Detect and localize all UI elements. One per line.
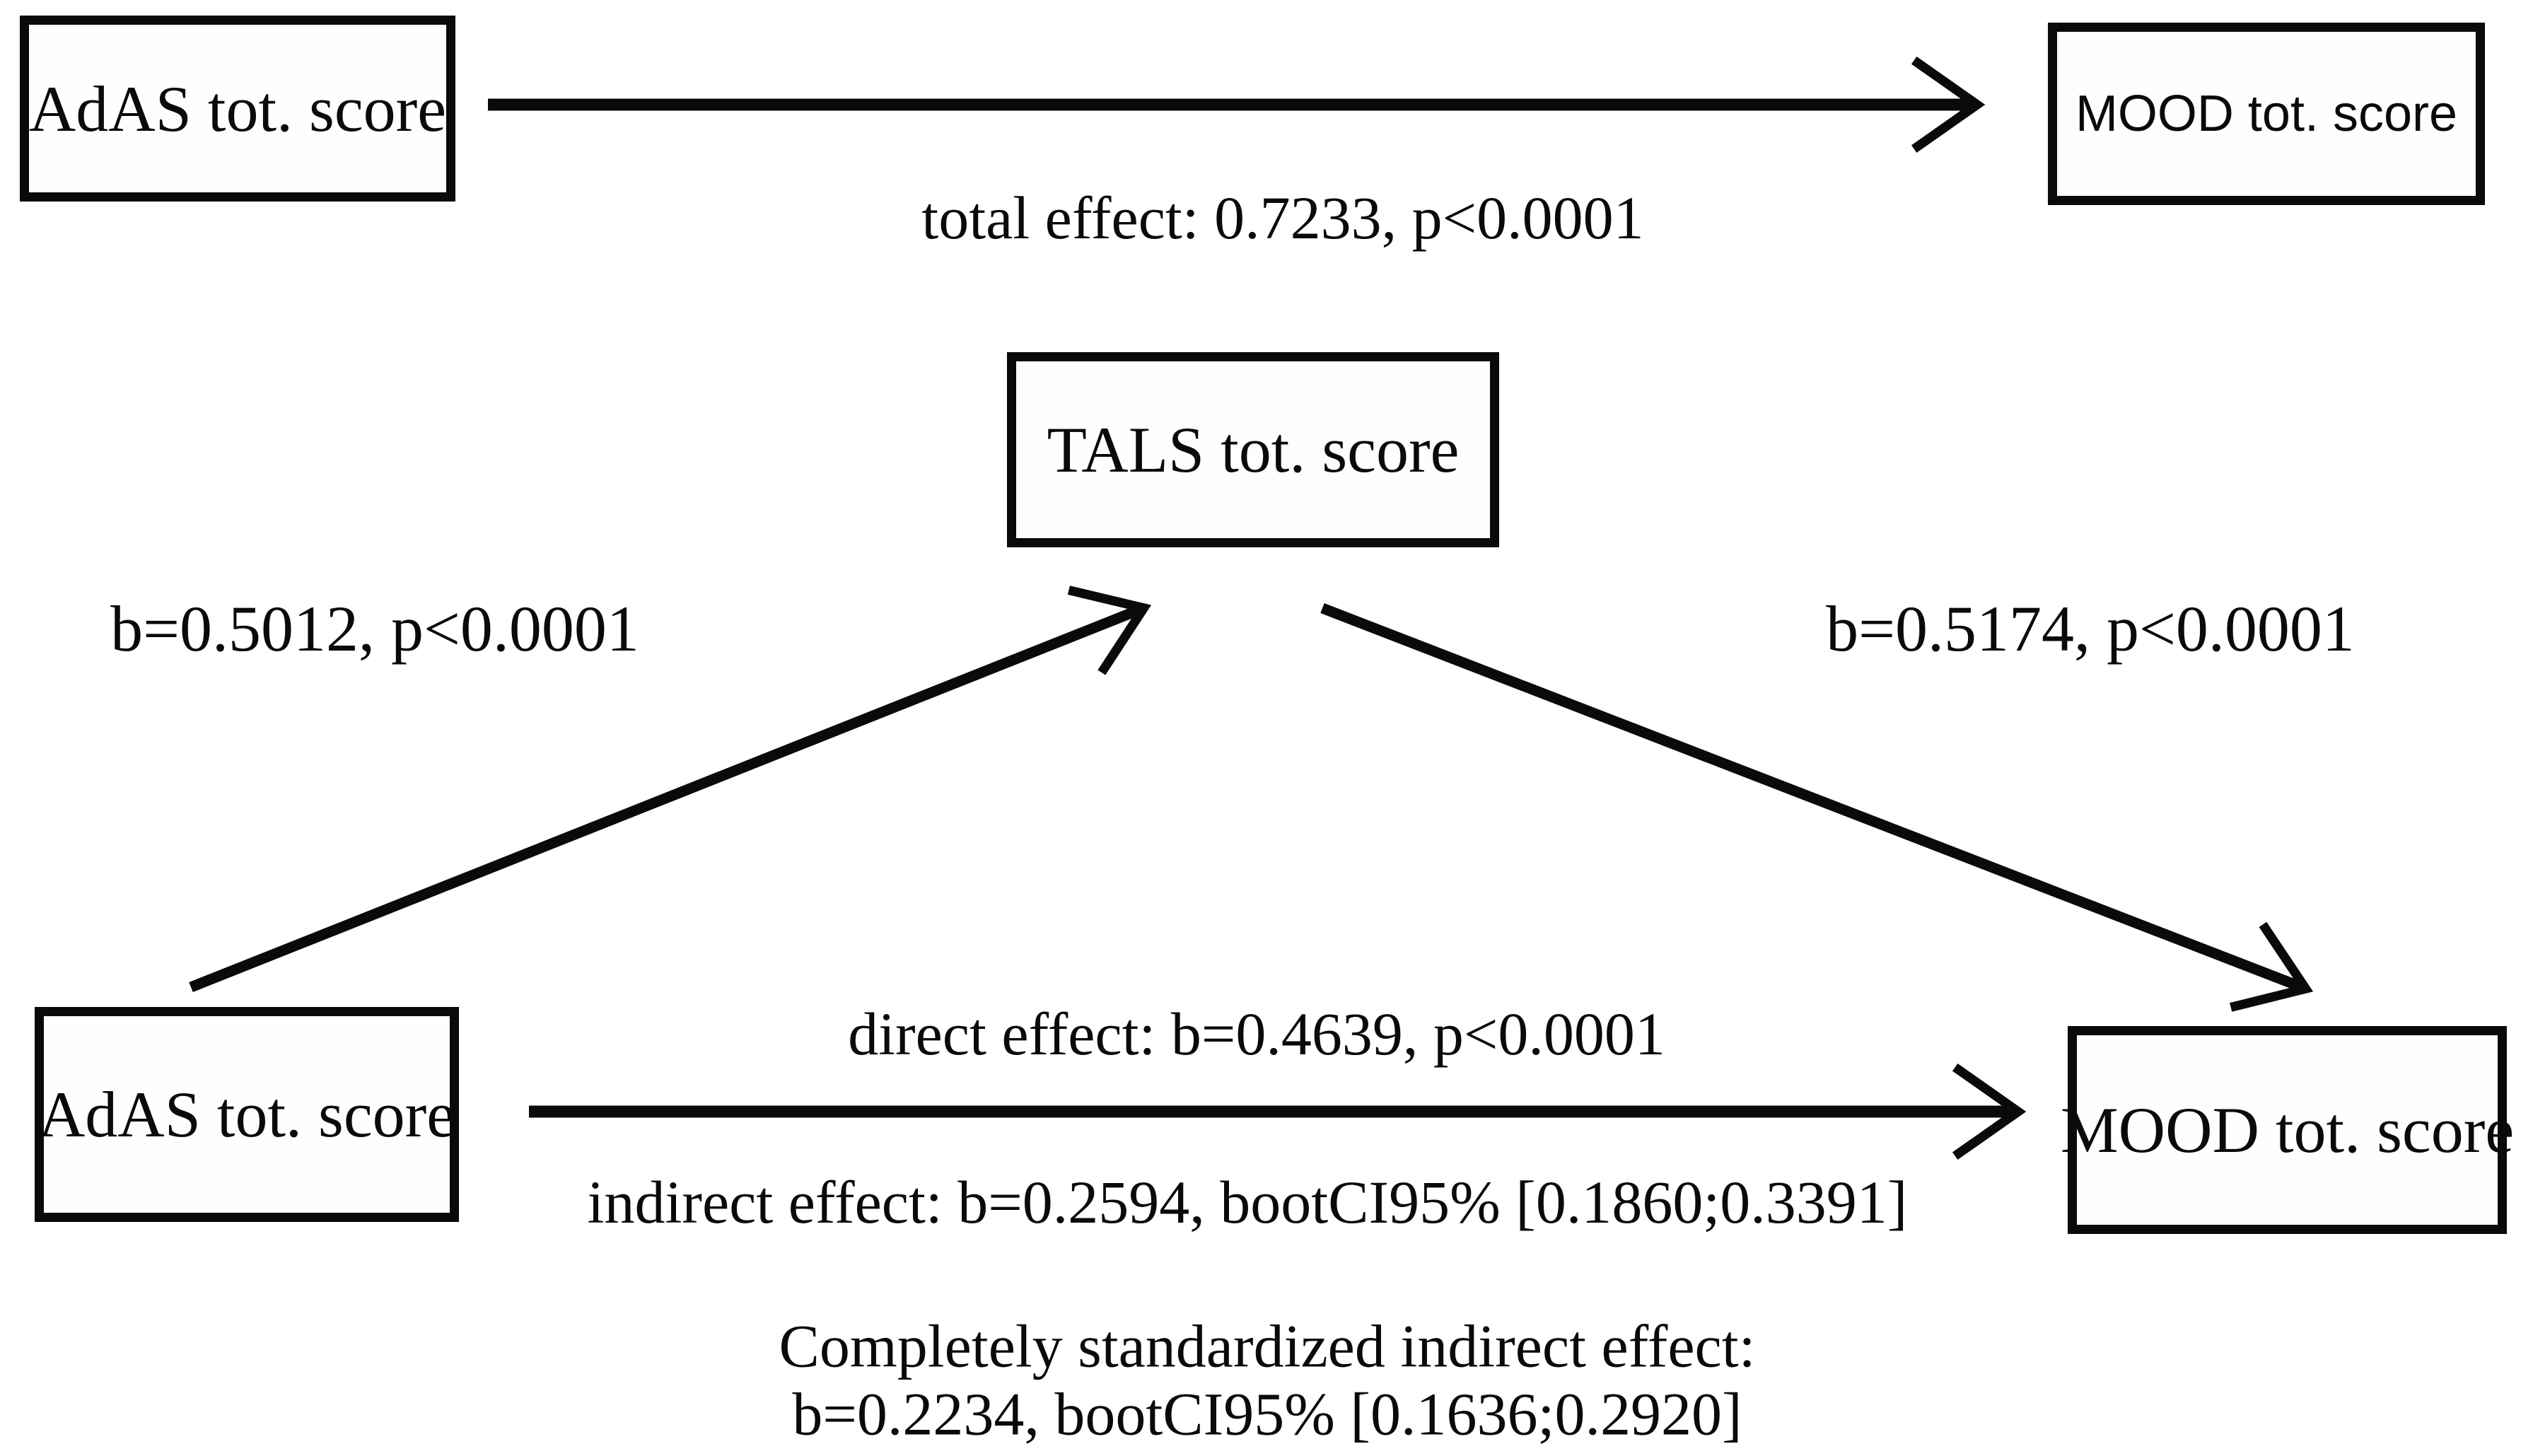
b-path-label: b=0.5174, p<0.0001 bbox=[1826, 593, 2355, 665]
adas-box-top: AdAS tot. score bbox=[20, 16, 455, 202]
tals-box: TALS tot. score bbox=[1007, 352, 1499, 547]
tals-box-label: TALS tot. score bbox=[1047, 414, 1460, 486]
adas-box-bottom-label: AdAS tot. score bbox=[37, 1078, 456, 1151]
indirect-effect-label: indirect effect: b=0.2594, bootCI95% [0.… bbox=[587, 1168, 1908, 1236]
mood-box-bottom: MOOD tot. score bbox=[2061, 1026, 2514, 1234]
adas-box-bottom: AdAS tot. score bbox=[35, 1007, 459, 1222]
total-effect-label: total effect: 0.7233, p<0.0001 bbox=[921, 184, 1644, 252]
a-path-label: b=0.5012, p<0.0001 bbox=[110, 593, 639, 665]
standardized-indirect-note-line1: Completely standardized indirect effect: bbox=[779, 1312, 1756, 1380]
a-path-arrow bbox=[189, 586, 1152, 992]
standardized-indirect-note-line2: b=0.2234, bootCI95% [0.1636;0.2920] bbox=[792, 1380, 1742, 1448]
mood-box-top: MOOD tot. score bbox=[2048, 23, 2485, 205]
direct-effect-label: direct effect: b=0.4639, p<0.0001 bbox=[848, 1000, 1665, 1068]
adas-box-top-label: AdAS tot. score bbox=[28, 72, 447, 145]
mood-box-top-label: MOOD tot. score bbox=[2075, 86, 2458, 142]
b-path-arrow bbox=[1320, 603, 2314, 1012]
mood-box-bottom-label: MOOD tot. score bbox=[2060, 1094, 2515, 1166]
standardized-indirect-note: Completely standardized indirect effect:… bbox=[779, 1312, 1755, 1449]
